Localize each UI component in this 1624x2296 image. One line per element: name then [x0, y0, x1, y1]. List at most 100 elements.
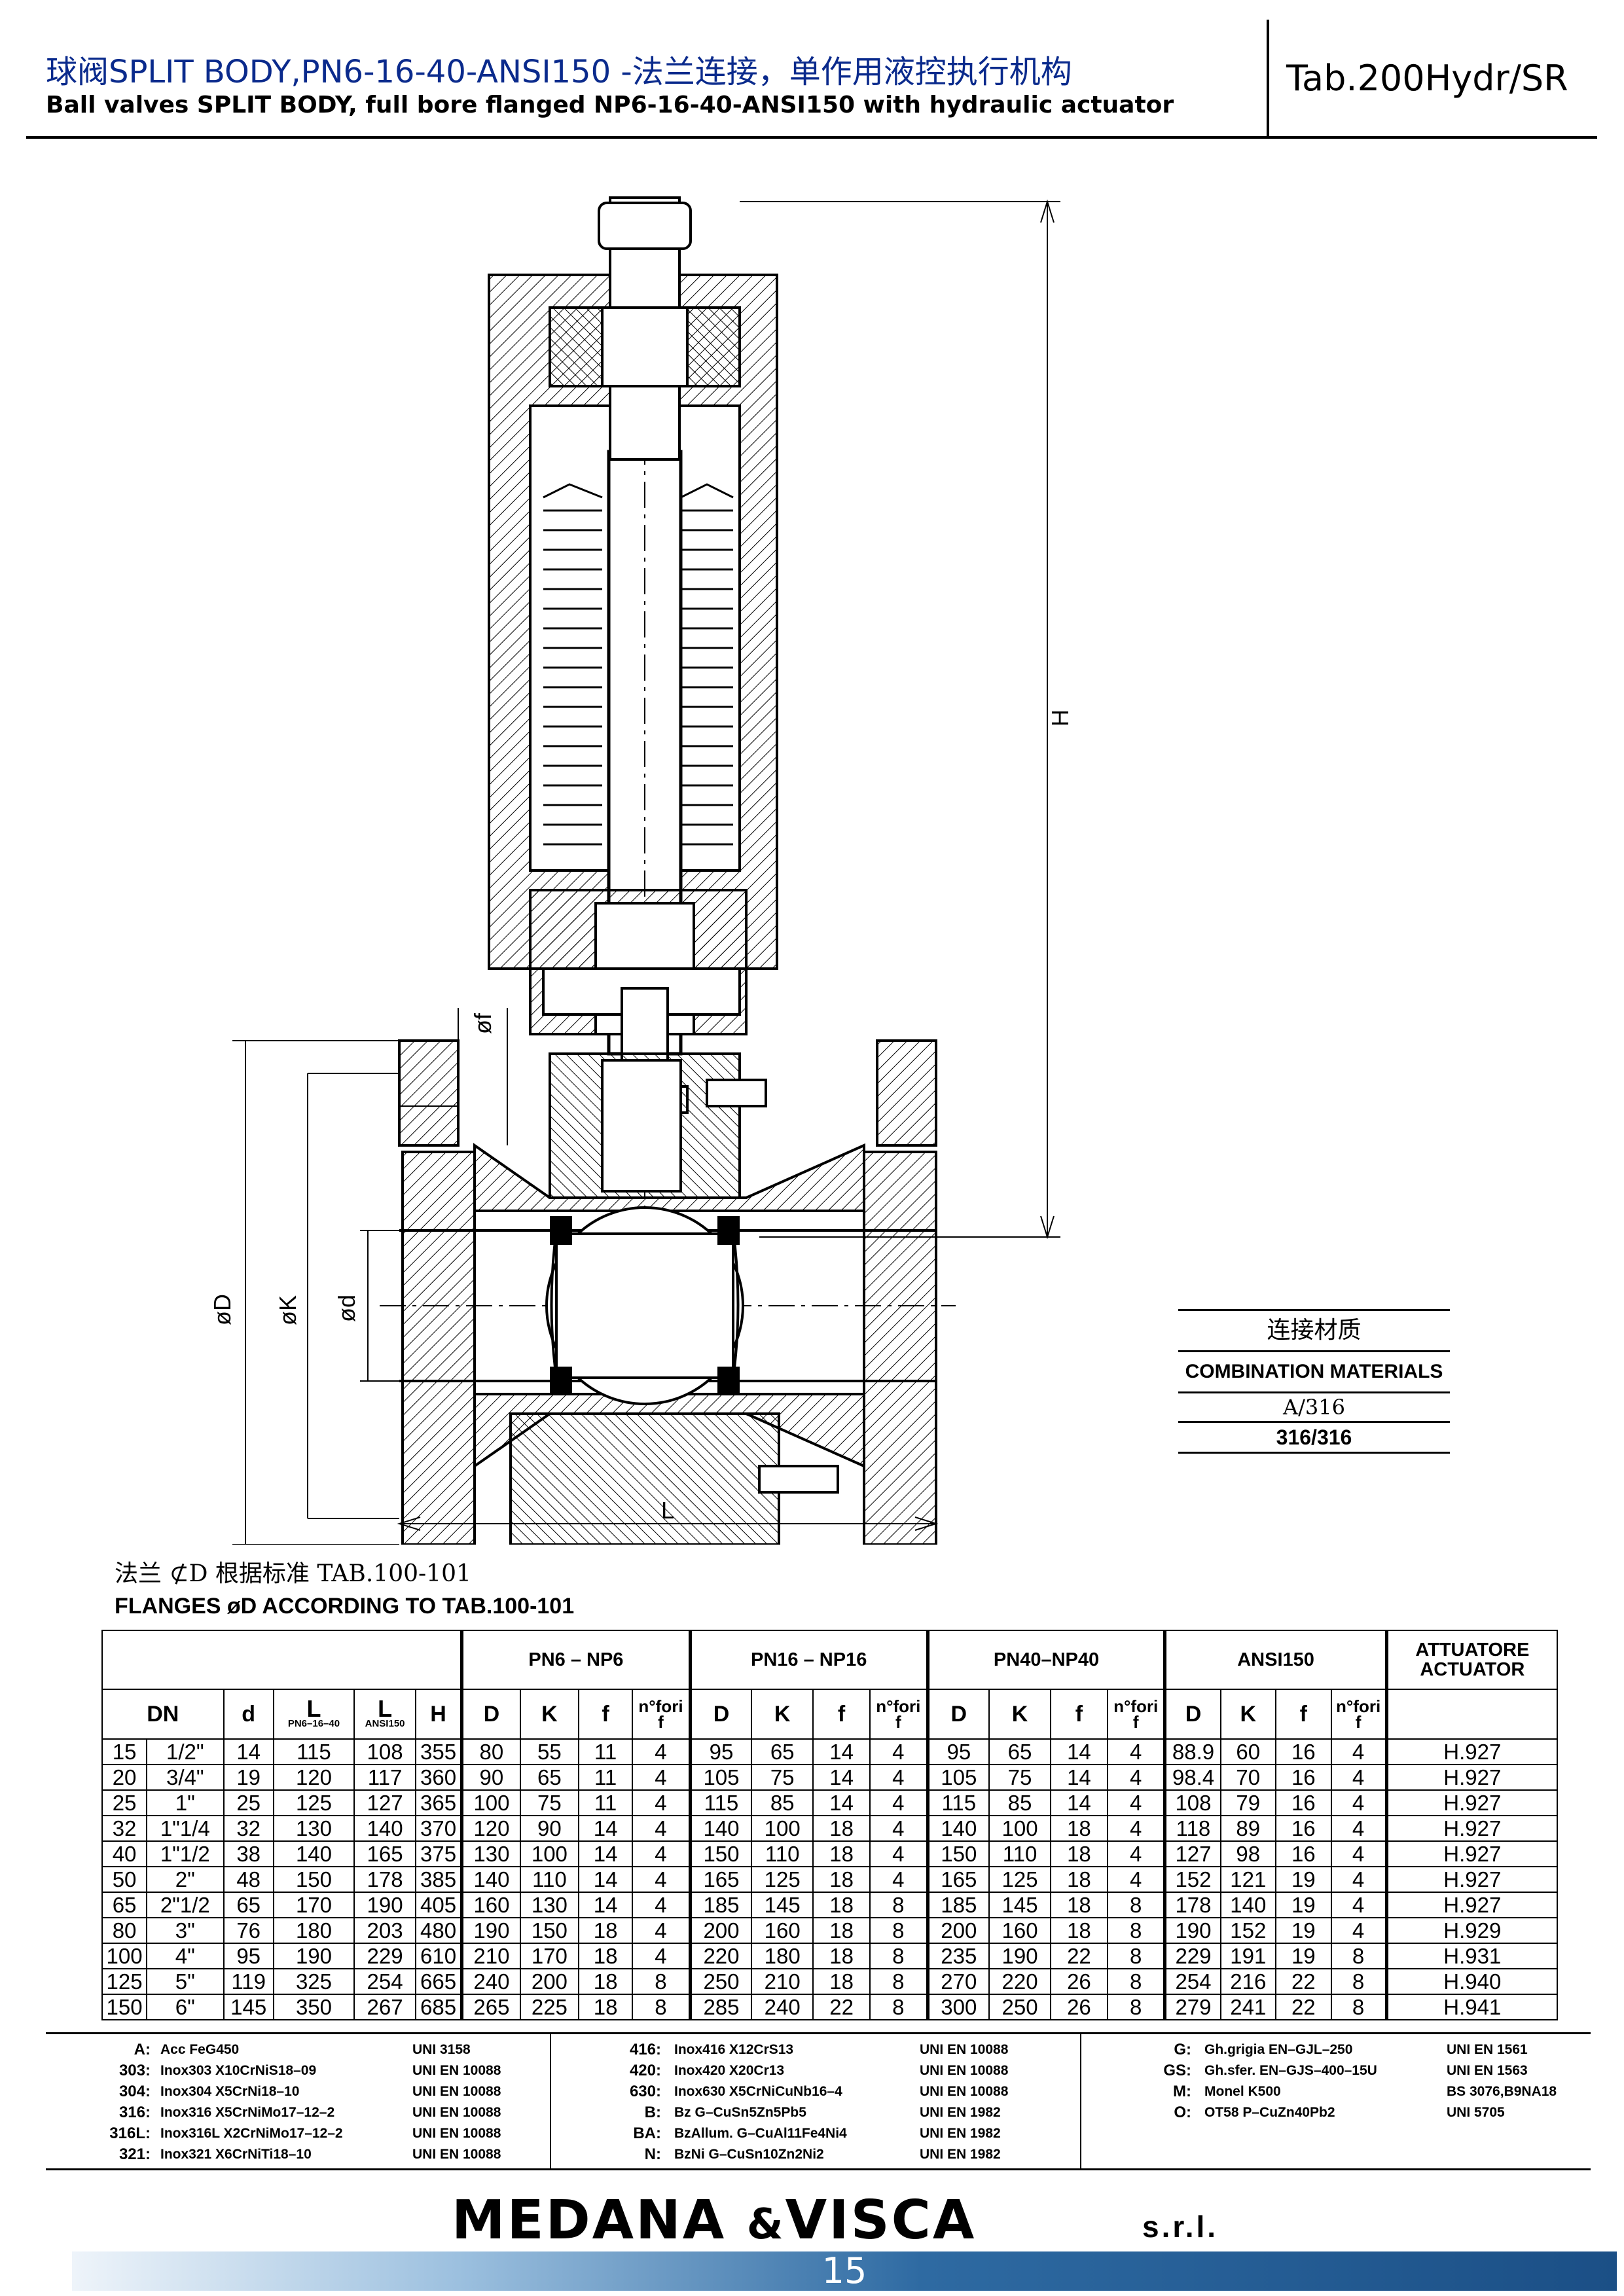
table-cell: 11 [577, 1789, 634, 1816]
table-cell: 100 [519, 1840, 580, 1867]
table-cell: 4 [632, 1738, 691, 1765]
table-cell: 14 [577, 1815, 634, 1842]
material-code: 316L: [109, 2125, 151, 2142]
col-h: H [415, 1689, 463, 1740]
table-cell: 18 [577, 1917, 634, 1944]
table-cell: 50 [101, 1866, 148, 1893]
material-code: N: [644, 2145, 661, 2163]
table-cell: 180 [751, 1943, 814, 1969]
table-cell: 19 [1275, 1866, 1332, 1893]
dim-f-label: øf [469, 1013, 496, 1034]
table-cell: 48 [223, 1866, 274, 1893]
table-cell: 216 [1219, 1968, 1277, 1995]
material-standard: UNI EN 10088 [412, 2105, 501, 2120]
material-name: BzAllum. G–CuAl11Fe4Ni4 [674, 2126, 847, 2141]
table-cell: 4 [1330, 1815, 1388, 1842]
dim-K-label: øK [274, 1295, 301, 1325]
material-name: Bz G–CuSn5Zn5Pb5 [674, 2105, 806, 2120]
table-cell: 95 [926, 1738, 990, 1765]
table-cell: 14 [577, 1892, 634, 1918]
table-cell: 18 [812, 1917, 871, 1944]
material-standard: UNI EN 1982 [920, 2105, 1001, 2120]
table-cell: 1" [146, 1789, 225, 1816]
table-cell: 8 [1106, 1917, 1166, 1944]
table-cell: 19 [223, 1764, 274, 1791]
table-cell: 1/2" [146, 1738, 225, 1765]
table-cell: 8 [1106, 1943, 1166, 1969]
col-f: f [1049, 1689, 1108, 1740]
table-cell: 4 [1330, 1840, 1388, 1867]
table-cell: 79 [1219, 1789, 1277, 1816]
table-cell: 145 [751, 1892, 814, 1918]
col-actuator-blank [1384, 1689, 1558, 1740]
table-cell: 75 [988, 1764, 1051, 1791]
table-cell: 1"1/4 [146, 1815, 225, 1842]
table-cell: 165 [926, 1866, 990, 1893]
table-cell: 8 [869, 1943, 929, 1969]
material-name: Inox321 X6CrNiTi18–10 [160, 2147, 312, 2162]
table-cell: 76 [223, 1917, 274, 1944]
table-cell: 120 [272, 1764, 355, 1791]
table-cell: 365 [415, 1789, 463, 1816]
table-cell: 25 [101, 1789, 148, 1816]
table-cell: 65 [988, 1738, 1051, 1765]
col-f: f [812, 1689, 871, 1740]
table-cell: 16 [1275, 1840, 1332, 1867]
table-cell: 254 [353, 1968, 417, 1995]
page-number: 15 [821, 2250, 867, 2291]
legend-title-en: COMBINATION MATERIALS [1178, 1352, 1450, 1393]
table-cell: 8 [632, 1994, 691, 2020]
table-cell: 178 [1163, 1892, 1221, 1918]
table-cell: 210 [460, 1943, 521, 1969]
table-cell: 1"1/2 [146, 1840, 225, 1867]
table-cell: 170 [519, 1943, 580, 1969]
table-cell: 100 [988, 1815, 1051, 1842]
col-l-label: L [306, 1695, 321, 1722]
table-cell: 60 [1219, 1738, 1277, 1765]
table-cell: H.931 [1384, 1943, 1558, 1969]
table-cell: 265 [460, 1994, 521, 2020]
table-cell: 100 [101, 1943, 148, 1969]
table-cell: 4 [1106, 1764, 1166, 1791]
table-cell: 14 [577, 1866, 634, 1893]
brand-visca: VISCA [785, 2189, 977, 2251]
table-cell: 140 [688, 1815, 753, 1842]
table-cell: 4 [1106, 1815, 1166, 1842]
flanges-note-cn: 法兰 ⊄D 根据标准 TAB.100-101 [115, 1560, 471, 1587]
table-cell: 145 [988, 1892, 1051, 1918]
table-cell: H.927 [1384, 1764, 1558, 1791]
col-d: d [223, 1689, 274, 1740]
table-cell: 152 [1163, 1866, 1221, 1893]
table-cell: 8 [869, 1968, 929, 1995]
table-cell: 121 [1219, 1866, 1277, 1893]
col-nfori-sub: f [658, 1712, 664, 1732]
table-cell: 90 [519, 1815, 580, 1842]
table-cell: 140 [926, 1815, 990, 1842]
table-cell: 14 [223, 1738, 274, 1765]
material-name: Inox303 X10CrNiS18–09 [160, 2063, 317, 2078]
table-cell: 250 [988, 1994, 1051, 2020]
material-name: Acc FeG450 [160, 2042, 240, 2057]
table-cell: 8 [1330, 1994, 1388, 2020]
dimension-table: PN6 – NP6 PN16 – NP16 PN40–NP40 ANSI150 … [101, 1630, 1558, 2020]
table-cell: 4 [1330, 1738, 1388, 1765]
table-cell: 125 [272, 1789, 355, 1816]
table-cell: 150 [272, 1866, 355, 1893]
table-cell: 14 [1049, 1738, 1108, 1765]
table-cell: 88.9 [1163, 1738, 1221, 1765]
group-pn6: PN6 – NP6 [460, 1630, 691, 1690]
table-cell: 4 [632, 1764, 691, 1791]
table-reference: Tab.200Hydr/SR [1286, 58, 1568, 99]
combination-materials-legend: 连接材质 COMBINATION MATERIALS A/316 316/316 [1178, 1309, 1450, 1454]
dim-d-label: ød [333, 1295, 360, 1322]
table-cell: 152 [1219, 1917, 1277, 1944]
table-cell: 75 [751, 1764, 814, 1791]
table-cell: 25 [223, 1789, 274, 1816]
col-nfori-sub: f [895, 1712, 901, 1732]
